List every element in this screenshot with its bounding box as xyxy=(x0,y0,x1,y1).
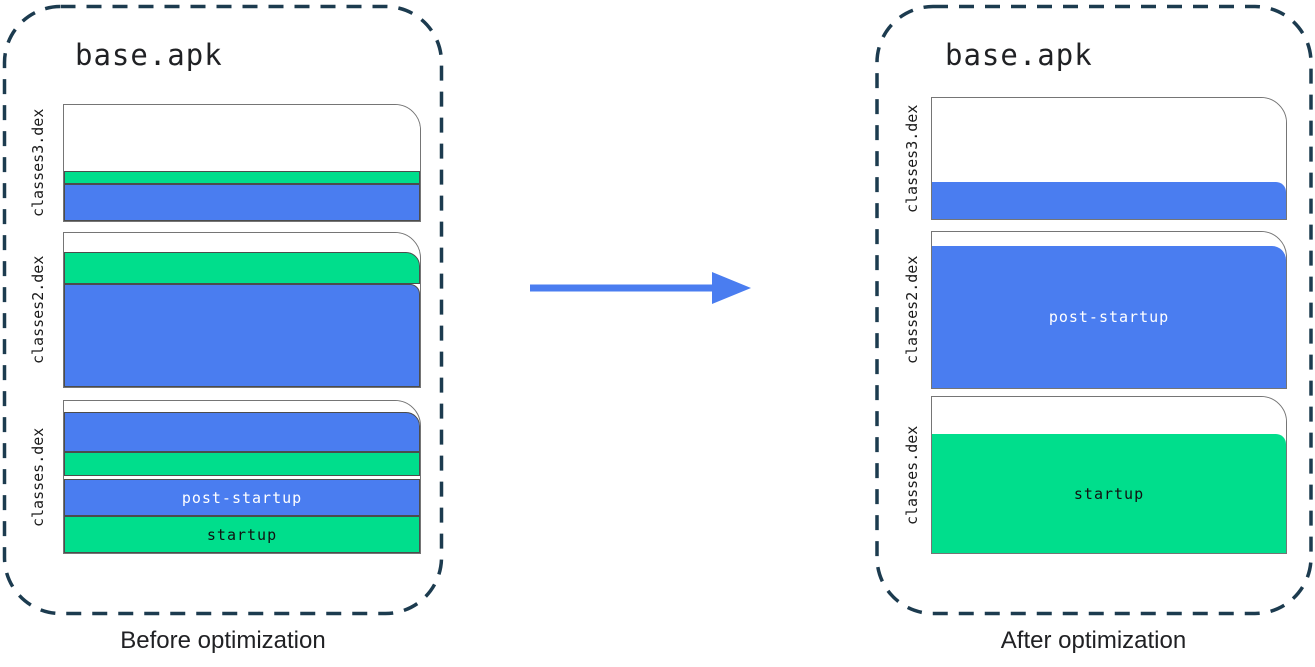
file-classes-dex: post-startup startup xyxy=(63,400,421,554)
segment-startup: startup xyxy=(932,434,1286,553)
segment-divider xyxy=(64,476,420,479)
before-container-outline xyxy=(2,4,444,616)
segment-post-startup: post-startup xyxy=(932,246,1286,388)
caption-after-optimization: After optimization xyxy=(1000,627,1187,654)
file-classes-dex: startup xyxy=(931,396,1287,554)
segment-startup xyxy=(64,452,420,476)
apk-title: base.apk xyxy=(75,38,223,72)
segment-post-startup xyxy=(932,182,1286,219)
file-classes3-dex xyxy=(63,104,421,222)
before-panel: base.apk classes3.dex classes2.dex class… xyxy=(3,5,443,615)
segment-startup xyxy=(64,252,420,284)
file-label-classes2-dex: classes2.dex xyxy=(29,255,47,365)
transform-arrow-icon xyxy=(530,272,751,304)
segment-unused xyxy=(64,105,420,171)
segment-unused xyxy=(64,233,420,252)
file-label-classes-dex: classes.dex xyxy=(29,427,47,527)
segment-post-startup xyxy=(64,184,420,221)
apk-title: base.apk xyxy=(945,38,1093,72)
segment-unused xyxy=(932,397,1286,434)
file-classes2-dex: post-startup xyxy=(931,231,1287,389)
segment-startup xyxy=(64,171,420,184)
caption-before-optimization: Before optimization xyxy=(120,627,326,654)
file-label-classes-dex: classes.dex xyxy=(903,425,921,525)
segment-post-startup xyxy=(64,284,420,387)
file-label-classes3-dex: classes3.dex xyxy=(29,108,47,218)
segment-post-startup xyxy=(64,412,420,452)
segment-unused xyxy=(932,232,1286,246)
segment-unused xyxy=(932,98,1286,182)
segment-unused xyxy=(64,401,420,412)
file-label-classes3-dex: classes3.dex xyxy=(903,104,921,213)
file-classes3-dex xyxy=(931,97,1287,220)
after-panel: base.apk classes3.dex classes2.dex post-… xyxy=(875,5,1312,615)
file-label-classes2-dex: classes2.dex xyxy=(903,255,921,365)
file-classes2-dex xyxy=(63,232,421,388)
segment-startup: startup xyxy=(64,516,420,553)
after-container-outline xyxy=(875,4,1313,616)
segment-post-startup: post-startup xyxy=(64,479,420,516)
